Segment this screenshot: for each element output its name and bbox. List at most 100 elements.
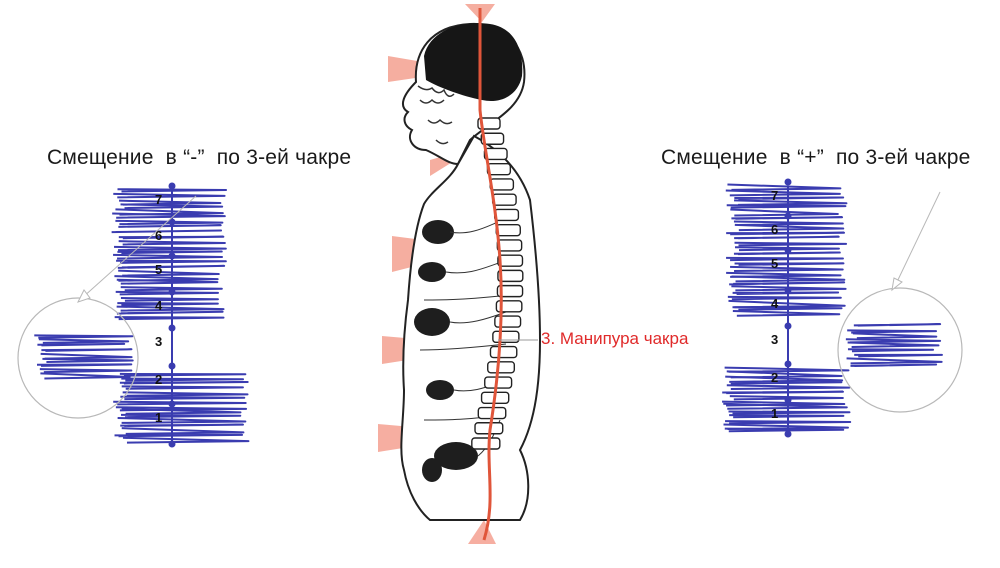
vertebra — [489, 345, 518, 359]
left-scribble-upper — [118, 224, 222, 228]
right-level-node — [784, 178, 792, 186]
right-level-node — [784, 430, 792, 438]
right-scribble-shifted — [854, 353, 943, 358]
right-scribble-upper — [731, 216, 844, 220]
left-scribble-upper — [113, 192, 226, 199]
left-scribble-upper — [115, 290, 220, 296]
right-level-node — [784, 322, 792, 330]
vertebra — [497, 269, 524, 283]
left-level-label: 1 — [155, 410, 162, 425]
left-scribble-shifted — [42, 357, 134, 364]
left-scribble-upper — [118, 235, 225, 240]
left-scribble-upper — [118, 240, 226, 246]
left-scribble-lower — [121, 377, 245, 382]
vertebra — [495, 223, 521, 237]
left-level-node — [168, 324, 176, 332]
vertebrae-column — [471, 117, 524, 450]
left-scribble-upper — [120, 286, 223, 292]
left-scribble-upper — [117, 188, 228, 193]
left-level-node — [168, 362, 176, 370]
right-scribble-upper — [727, 295, 842, 301]
right-scribble-upper — [726, 204, 847, 209]
left-scribble-upper — [116, 305, 225, 312]
left-level-label: 2 — [155, 372, 162, 387]
vertebra — [494, 315, 522, 328]
spinal-cord-line — [478, 8, 503, 541]
right-scribble-upper — [726, 256, 844, 262]
right-scribble-upper — [732, 291, 840, 296]
left-scribble-upper — [116, 278, 219, 285]
right-scribble-upper — [728, 299, 846, 309]
right-scribble-upper — [733, 251, 841, 256]
right-scribble-lower — [726, 370, 843, 379]
right-level-label: 3 — [771, 332, 778, 347]
right-scribble-shifted — [850, 363, 938, 367]
right-scribble-shifted — [847, 341, 940, 348]
left-level-label: 7 — [155, 192, 162, 207]
left-scribble-upper — [116, 310, 224, 315]
left-scribble-shifted — [39, 368, 133, 374]
left-level-label: 3 — [155, 334, 162, 349]
right-scribble-upper — [734, 246, 840, 252]
right-scribble-shifted — [847, 329, 938, 334]
right-scribble-shifted — [845, 338, 942, 344]
right-scribble-shifted — [847, 348, 935, 353]
left-pointer-line — [81, 195, 197, 299]
left-scribble-lower — [120, 423, 244, 428]
left-level-node — [168, 400, 176, 408]
nerve-ganglia — [414, 220, 478, 482]
right-scribble-lower — [723, 402, 848, 410]
right-scribble-lower — [724, 427, 845, 433]
left-energy-scribbles — [34, 188, 250, 444]
vertebra — [483, 147, 508, 161]
right-level-node — [784, 286, 792, 294]
right-pointer-line — [895, 191, 941, 285]
right-level-label: 5 — [771, 256, 778, 271]
right-energy-scribbles — [722, 183, 943, 433]
left-scribble-lower — [120, 395, 246, 401]
right-scribble-lower — [729, 414, 845, 419]
right-scribble-upper — [734, 306, 843, 311]
left-scribble-lower — [122, 436, 250, 444]
right-scribble-upper — [729, 281, 846, 286]
right-scribble-upper — [733, 220, 844, 227]
right-scribble-upper — [734, 199, 848, 206]
left-scribble-lower — [113, 400, 247, 406]
right-pointer-arrowhead — [891, 277, 903, 292]
left-scribble-lower — [114, 433, 244, 438]
left-scribble-upper — [118, 269, 220, 277]
left-level-node — [168, 252, 176, 260]
left-level-label: 5 — [155, 262, 162, 277]
right-level-node — [784, 396, 792, 404]
right-scribble-upper — [734, 262, 845, 266]
chakra-beam-root — [468, 520, 496, 544]
vertebra — [491, 193, 517, 206]
body-figure — [378, 4, 542, 544]
right-scribble-upper — [730, 208, 839, 217]
left-scribble-upper — [116, 259, 227, 264]
right-level-label: 7 — [771, 188, 778, 203]
left-highlight-circle — [17, 297, 139, 419]
right-scribble-lower — [724, 366, 850, 373]
right-scribble-upper — [725, 189, 841, 197]
left-scribble-lower — [121, 427, 245, 435]
left-scribble-lower — [119, 372, 247, 377]
right-scribble-shifted — [846, 357, 943, 365]
vertebra — [492, 330, 520, 344]
left-scribble-upper — [113, 253, 224, 260]
left-pointer-arrowhead — [77, 289, 91, 303]
left-level-node — [168, 288, 176, 296]
right-scribble-upper — [732, 309, 841, 317]
left-caption: Смещение в “-” по 3-ей чакре — [47, 146, 352, 169]
left-level-node — [168, 440, 176, 448]
left-level-label: 6 — [155, 228, 162, 243]
right-scribble-upper — [726, 231, 846, 236]
vertebra — [493, 208, 520, 222]
right-scribble-lower — [722, 390, 844, 395]
right-level-node — [784, 360, 792, 368]
vertebra — [496, 239, 523, 252]
left-scribble-shifted — [40, 352, 133, 360]
